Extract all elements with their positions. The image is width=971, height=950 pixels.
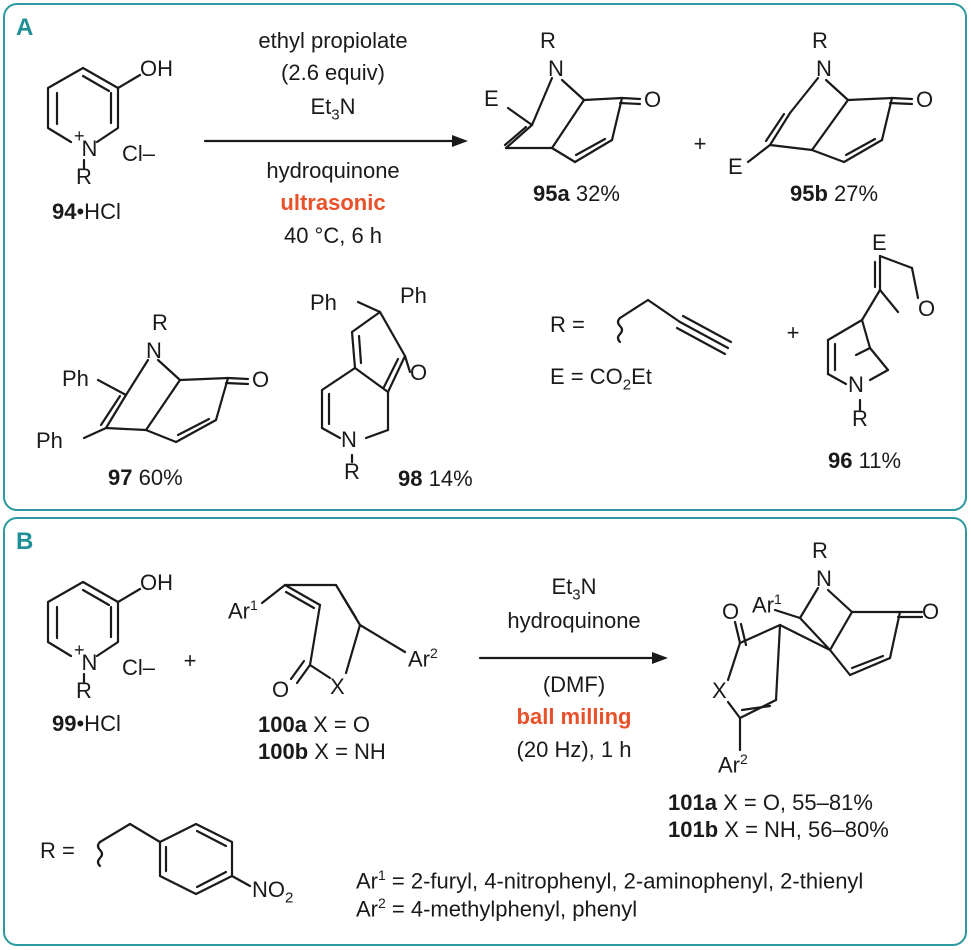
compound-97-label: 97 60% (108, 465, 183, 490)
no2-label: NO2 (252, 877, 294, 907)
compound-95b-label: 95b 27% (790, 181, 879, 206)
o-label-98: O (410, 360, 428, 385)
compound-94-label: 94•HCl (52, 199, 121, 224)
panel-b (3, 517, 967, 946)
r-definition-b: R = (40, 838, 75, 863)
r-label-99: R (76, 678, 92, 703)
n-label-101: N (816, 566, 832, 591)
ph-label-98a: Ph (310, 290, 337, 315)
condition-ultrasonic: ultrasonic (280, 190, 386, 215)
reagent-ethyl-propiolate: ethyl propiolate (258, 28, 408, 53)
o-label-96: O (918, 296, 936, 321)
r-label-94: R (76, 164, 92, 189)
o-label-95b: O (916, 87, 934, 112)
chloride-99: Cl– (122, 655, 156, 680)
compound-95b-structure (746, 76, 914, 164)
plus-sign-1: + (693, 131, 707, 156)
compound-100-structure (260, 583, 407, 685)
n-label-97: N (146, 338, 162, 363)
o-label-97: O (252, 367, 270, 392)
ph-label-98b: Ph (400, 283, 427, 308)
n-label-95a: N (548, 56, 564, 81)
n-label-96: N (848, 372, 864, 397)
compound-96-structure (826, 254, 920, 412)
x-label-101: X (712, 678, 727, 703)
panel-b-label: B (16, 528, 34, 555)
condition-ball-milling: ball milling (516, 704, 632, 729)
compound-95a-structure (503, 76, 642, 164)
reagent-hydroquinone-b: hydroquinone (507, 608, 641, 633)
r-label-97: R (152, 310, 168, 335)
ph-label-97a: Ph (62, 366, 89, 391)
r-definition-a: R = (550, 312, 585, 337)
oh-label-99: OH (140, 570, 173, 595)
n-label-98: N (341, 427, 357, 452)
ar1-label-101: Ar1 (752, 591, 782, 618)
r-label-98: R (344, 459, 360, 484)
ar2-label-101: Ar2 (718, 751, 748, 778)
n-label-95b: N (816, 56, 832, 81)
n-plus-99: +N (74, 640, 98, 675)
compound-96-label: 96 11% (828, 448, 902, 473)
r-label-95b: R (812, 28, 828, 53)
n-plus-94: +N (74, 126, 98, 161)
plus-sign-2: + (786, 320, 800, 345)
panel-a-label: A (16, 14, 34, 41)
condition-frequency-time: (20 Hz), 1 h (516, 737, 632, 762)
compound-101a-label: 101a X = O, 55–81% (668, 790, 873, 815)
propargyl-structure (616, 298, 733, 356)
o-label-95a: O (644, 87, 662, 112)
panel-a (3, 3, 967, 511)
reagent-equiv: (2.6 equiv) (281, 60, 385, 85)
reagent-et3n-b: Et3N (551, 574, 597, 604)
e-label-95b: E (728, 154, 743, 179)
nitrobenzyl-structure (96, 822, 252, 896)
chloride-94: Cl– (122, 141, 156, 166)
o-label-101-lactone: O (722, 599, 740, 624)
compound-100a-label: 100a X = O (258, 712, 370, 737)
compound-101b-label: 101b X = NH, 56–80% (668, 817, 889, 842)
ar2-definition: Ar2 = 4-methylphenyl, phenyl (356, 895, 638, 922)
compound-101-structure (726, 586, 924, 752)
compound-99-structure (46, 580, 142, 684)
compound-98-label: 98 14% (398, 466, 473, 491)
r-label-95a: R (540, 28, 556, 53)
oh-label-94: OH (140, 56, 173, 81)
ar1-definition: Ar1 = 2-furyl, 4-nitrophenyl, 2-aminophe… (356, 867, 864, 894)
e-definition: E = CO2Et (550, 364, 652, 394)
reagent-et3n-a: Et3N (310, 94, 356, 124)
compound-94-structure (46, 66, 142, 170)
o-label-101-ketone: O (922, 599, 940, 624)
compound-100b-label: 100b X = NH (258, 739, 386, 764)
r-label-101: R (812, 538, 828, 563)
ph-label-97b: Ph (36, 428, 63, 453)
compound-99-label: 99•HCl (52, 711, 121, 736)
condition-temp-time: 40 °C, 6 h (283, 223, 383, 248)
solvent-dmf: (DMF) (542, 672, 606, 697)
reagent-hydroquinone-a: hydroquinone (266, 158, 400, 183)
ar2-label-100: Ar2 (408, 645, 438, 672)
ar1-label-100: Ar1 (228, 597, 258, 624)
o-label-100: O (272, 677, 290, 702)
e-label-95a: E (484, 86, 499, 111)
plus-sign-b: + (183, 648, 197, 673)
compound-97-structure (82, 358, 250, 444)
r-label-96: R (852, 406, 868, 431)
compound-98-structure (320, 300, 412, 464)
compound-95a-label: 95a 32% (533, 181, 620, 206)
e-label-96: E (872, 230, 887, 255)
x-label-100: X (330, 674, 345, 699)
